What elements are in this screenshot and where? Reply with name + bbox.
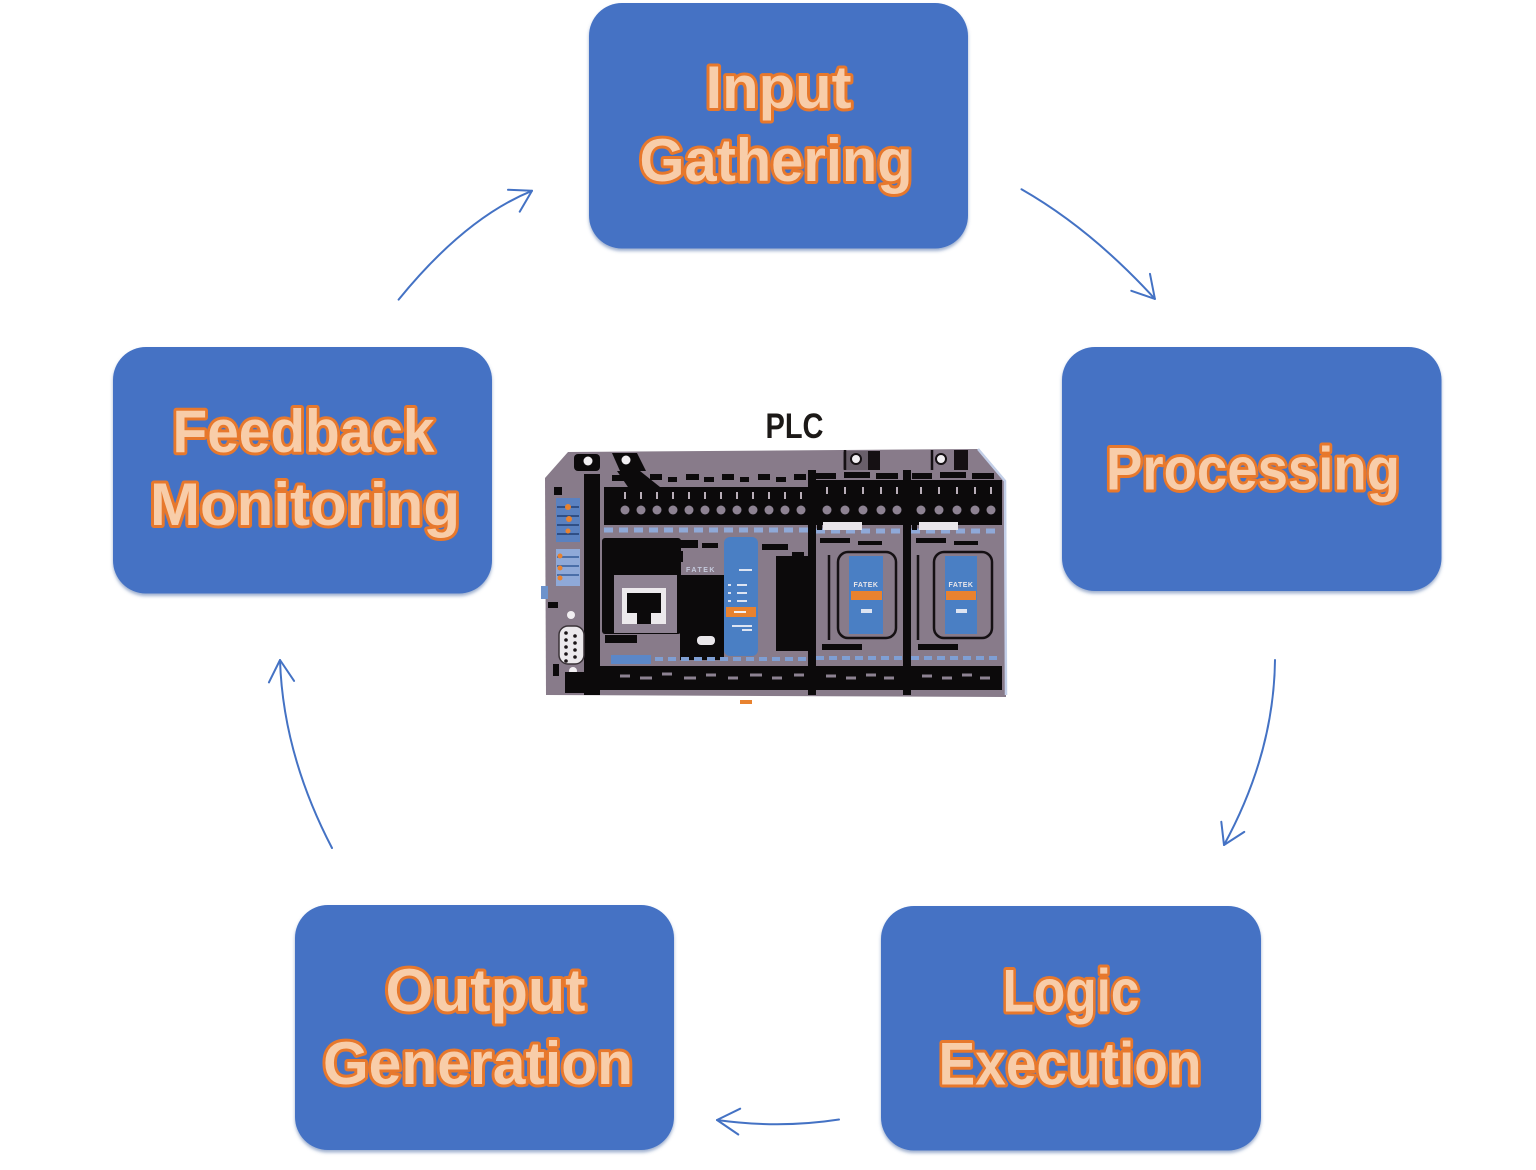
svg-text:Input: Input [706, 54, 852, 121]
svg-text:Feedback: Feedback [173, 398, 436, 465]
svg-text:Logic: Logic [1003, 958, 1140, 1025]
svg-text:FATEK: FATEK [686, 567, 716, 574]
svg-text:Output: Output [386, 957, 586, 1024]
svg-text:Execution: Execution [939, 1031, 1202, 1098]
svg-text:PLC: PLC [766, 407, 824, 446]
svg-text:Generation: Generation [323, 1030, 633, 1097]
svg-text:FATEK: FATEK [854, 582, 879, 589]
svg-text:Monitoring: Monitoring [150, 471, 460, 538]
svg-text:Gathering: Gathering [640, 127, 913, 194]
svg-text:FATEK: FATEK [949, 582, 974, 589]
svg-text:Processing: Processing [1106, 436, 1400, 503]
